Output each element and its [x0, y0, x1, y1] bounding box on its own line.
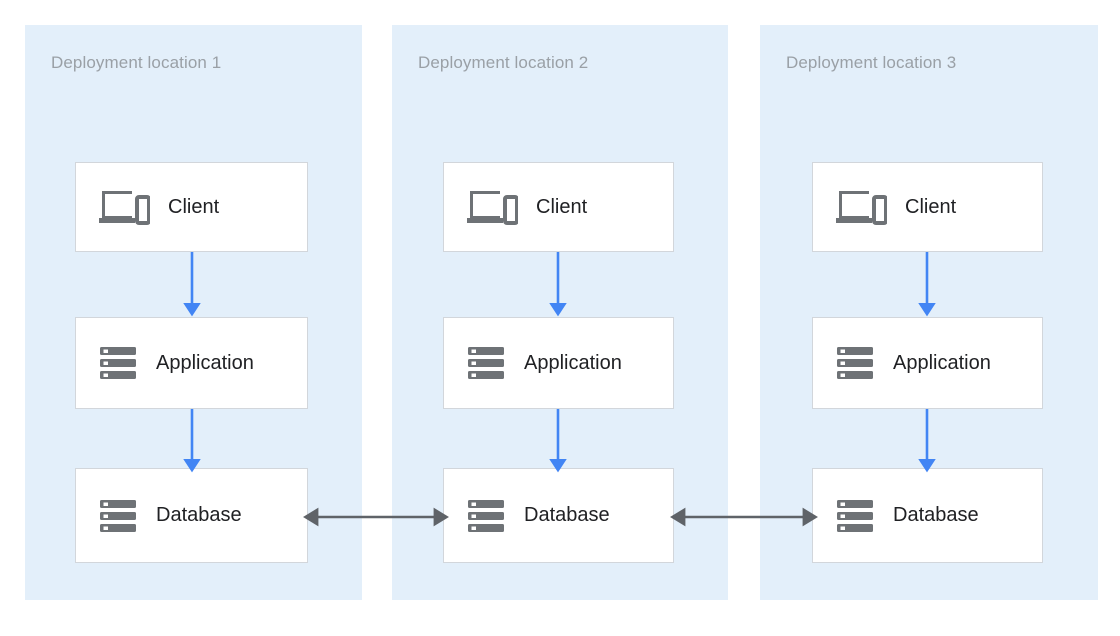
- client-devices-icon: [835, 187, 887, 227]
- server-stack-icon: [466, 343, 506, 383]
- node-label-application-1: Application: [156, 351, 254, 374]
- node-label-application-3: Application: [893, 351, 991, 374]
- deployment-panel-1: Deployment location 1 Client: [25, 25, 362, 600]
- server-stack-icon: [835, 343, 875, 383]
- node-label-client-2: Client: [536, 195, 588, 218]
- node-application-1[interactable]: Application: [75, 317, 308, 409]
- node-client-3[interactable]: Client: [812, 162, 1043, 252]
- panel-title-3: Deployment location 3: [786, 53, 957, 72]
- server-stack-icon: [835, 496, 875, 536]
- node-application-2[interactable]: Application: [443, 317, 674, 409]
- node-client-1[interactable]: Client: [75, 162, 308, 252]
- server-stack-icon: [466, 496, 506, 536]
- client-devices-icon: [98, 187, 150, 227]
- panel-title-1: Deployment location 1: [51, 53, 222, 72]
- deployment-panel-2: Deployment location 2 Client: [392, 25, 728, 600]
- node-application-3[interactable]: Application: [812, 317, 1043, 409]
- node-label-client-1: Client: [168, 195, 220, 218]
- server-stack-icon: [98, 496, 138, 536]
- node-label-database-1: Database: [156, 504, 242, 526]
- deployment-panel-3: Deployment location 3 Client: [760, 25, 1098, 600]
- node-label-client-3: Client: [905, 195, 957, 218]
- node-label-database-3: Database: [893, 504, 979, 526]
- node-label-application-2: Application: [524, 351, 622, 374]
- node-database-2[interactable]: Database: [443, 468, 674, 563]
- node-database-3[interactable]: Database: [812, 468, 1043, 563]
- node-database-1[interactable]: Database: [75, 468, 308, 563]
- node-client-2[interactable]: Client: [443, 162, 674, 252]
- panel-title-2: Deployment location 2: [418, 53, 589, 72]
- server-stack-icon: [98, 343, 138, 383]
- node-label-database-2: Database: [524, 504, 610, 526]
- client-devices-icon: [466, 187, 518, 227]
